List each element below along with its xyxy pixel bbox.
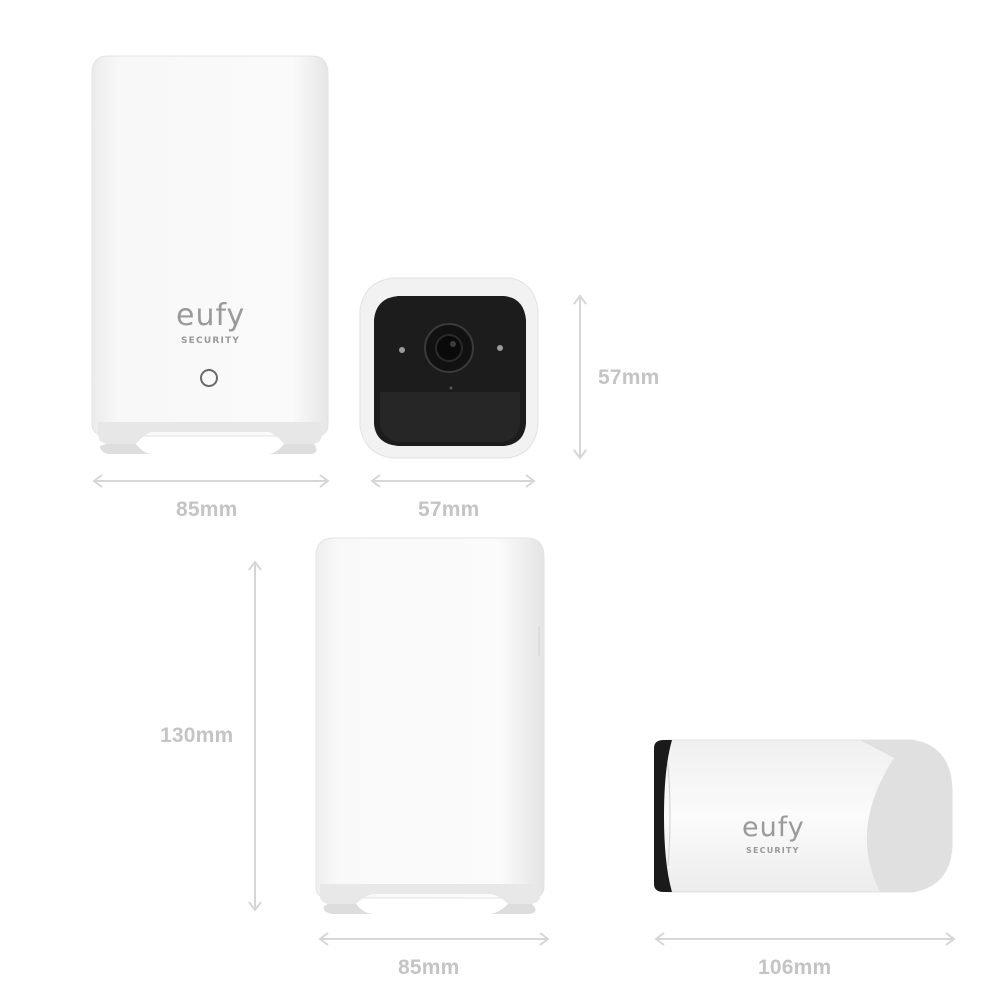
homebase-front-shape [91,55,329,454]
homebase-side-height-label: 130mm [160,724,234,747]
camera-front-height-label: 57mm [598,366,660,389]
homebase-side-height-arrow [248,560,262,912]
camera-front-view [358,276,540,460]
camera-side-length-arrow [654,932,956,946]
homebase-side-view [312,534,548,918]
camera-front-height-arrow [573,294,587,460]
camera-logo: eufy [742,812,805,843]
camera-front-shape [359,277,539,459]
homebase-side-width-arrow [318,932,550,946]
camera-logo-tagline: SECURITY [746,846,800,855]
homebase-front-width-label: 85mm [176,498,238,521]
camera-front-width-arrow [370,474,536,488]
homebase-front-view: eufy SECURITY [88,52,332,456]
homebase-front-width-arrow [92,474,330,488]
camera-side-shape [654,739,953,893]
homebase-logo: eufy [176,298,246,333]
homebase-side-width-label: 85mm [398,956,460,979]
homebase-side-shape [315,537,545,914]
camera-side-length-label: 106mm [758,956,832,979]
camera-side-view: eufy SECURITY [650,738,956,898]
camera-front-width-label: 57mm [418,498,480,521]
homebase-logo-tagline: SECURITY [181,336,241,346]
